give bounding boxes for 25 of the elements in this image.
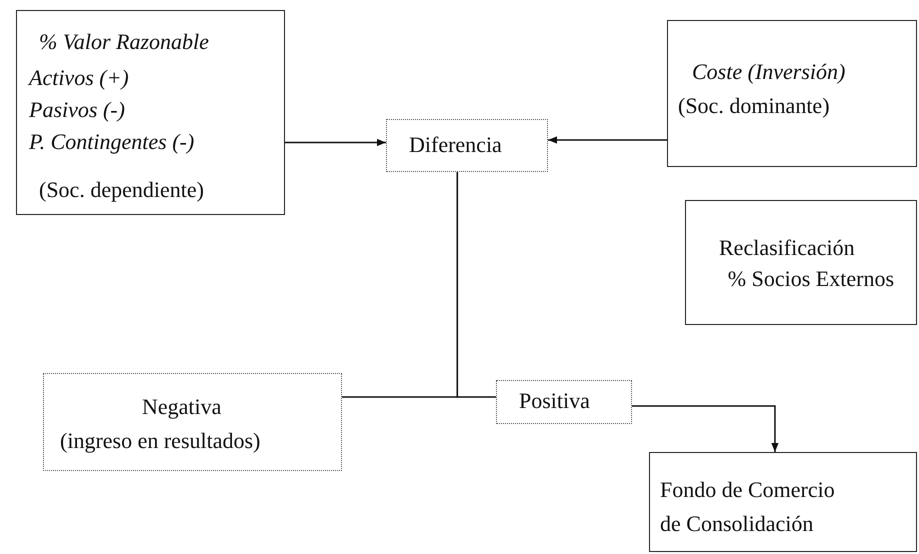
text-box [16, 10, 285, 215]
box-text: Diferencia [409, 132, 502, 158]
process-box [386, 119, 548, 172]
box-text: Fondo de Comercio de Consolidación [660, 476, 836, 538]
arrow [285, 138, 386, 146]
box-text: Reclasificación [719, 235, 855, 260]
box-text: Pasivos (-) [29, 97, 125, 122]
arrow [548, 136, 667, 144]
box-text: (Soc. dominante) [678, 93, 830, 118]
box-text: % Valor Razonable [39, 29, 209, 54]
box-text: Negativa [142, 394, 222, 420]
box-text: Coste (Inversión) [692, 59, 846, 84]
text-box [685, 200, 917, 325]
result-box [496, 380, 632, 424]
box-text: Activos (+) [29, 65, 129, 90]
box-text: Positiva [519, 388, 590, 414]
text-box [667, 20, 917, 167]
box-text: (Soc. dependiente) [39, 177, 204, 202]
connector-line [456, 172, 496, 398]
box-text: % Socios Externos [728, 266, 894, 292]
text-box [649, 452, 917, 552]
arrow [632, 405, 779, 452]
box-text: P. Contingentes (-) [29, 129, 194, 154]
box-text: (ingreso en resultados) [60, 428, 260, 454]
result-box [43, 373, 342, 471]
